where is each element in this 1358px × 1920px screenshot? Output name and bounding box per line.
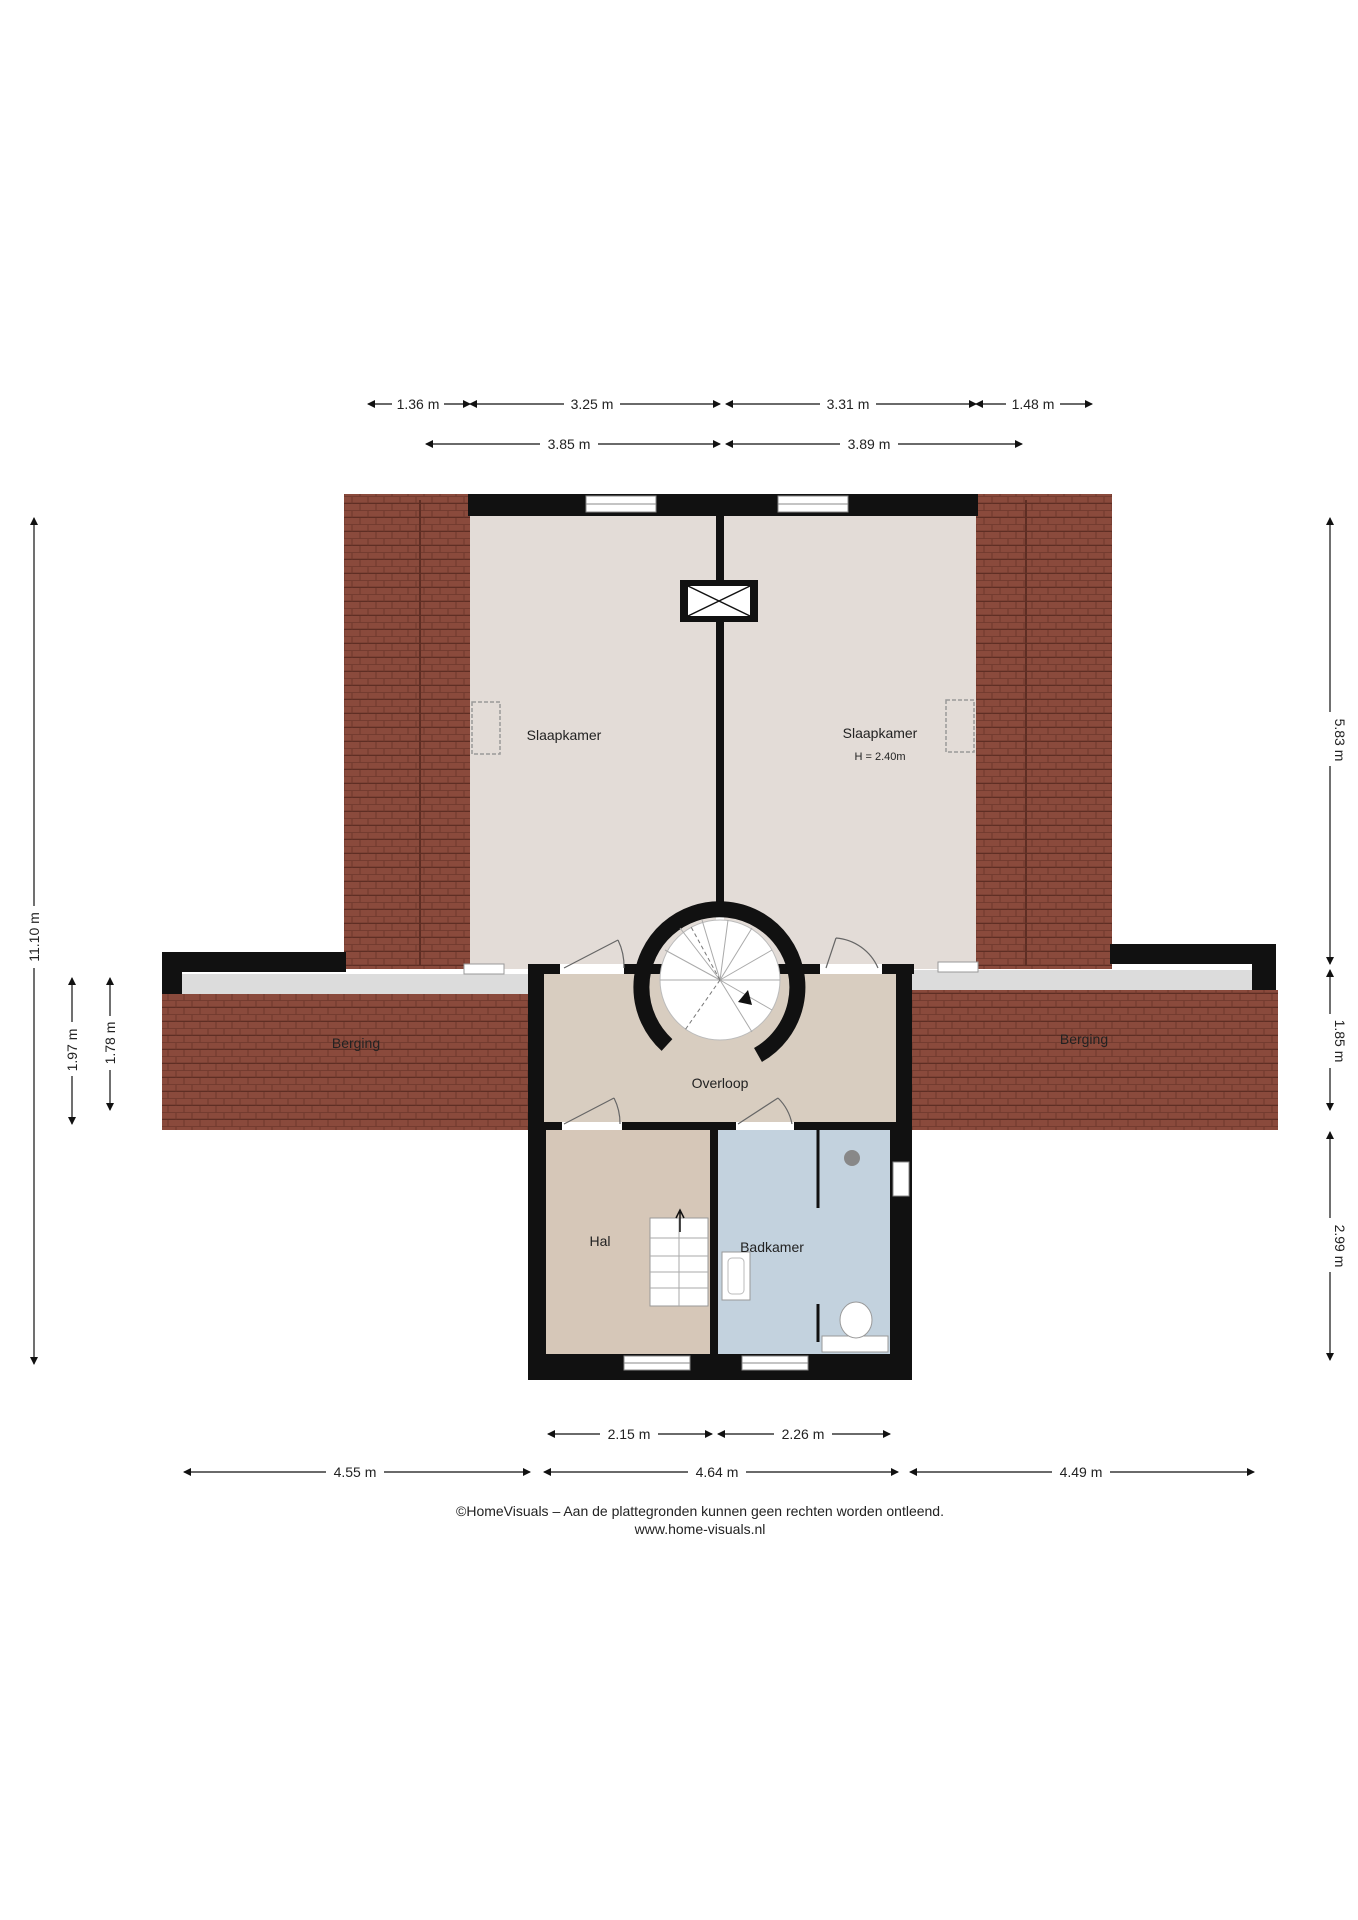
dim-left-inner: 1.78 m (102, 1022, 118, 1065)
landing-wall-right (896, 964, 912, 1130)
roof-slope-right (976, 494, 1112, 969)
room-label-bedroom-right: Slaapkamer (843, 725, 918, 741)
door-swing-hall (563, 1097, 621, 1125)
dim-left-outer: 1.97 m (64, 1029, 80, 1072)
shower-drain (844, 1150, 860, 1166)
landing-wall-left (528, 964, 544, 1130)
roof-slope-left (344, 494, 470, 969)
room-label-hall: Hal (589, 1233, 610, 1249)
storage-left-roof (162, 992, 528, 1130)
dim-right-bottom: 2.99 m (1332, 1225, 1348, 1268)
footer-copyright: ©HomeVisuals – Aan de plattegronden kunn… (456, 1503, 944, 1519)
dim-bottom-row2-3: 4.49 m (1060, 1464, 1103, 1480)
landing-block (528, 937, 914, 1130)
landing-wall-bottom (528, 1122, 912, 1130)
footer-url: www.home-visuals.nl (634, 1521, 766, 1537)
room-height-bedroom-right: H = 2.40m (854, 751, 905, 763)
dim-top-4: 1.48 m (1012, 396, 1055, 412)
center-wall (716, 514, 724, 904)
bedroom-right-floor (724, 514, 978, 969)
skylight-left (471, 701, 501, 755)
eave-strip-left (182, 974, 528, 994)
hall-bathroom-wall (710, 1128, 718, 1360)
door-swing-right-bedroom (825, 937, 879, 969)
dim-top-1: 1.36 m (397, 396, 440, 412)
bathroom-block (718, 1128, 912, 1380)
toilet-bowl (839, 1301, 873, 1339)
bedroom-left-floor (468, 514, 716, 969)
dim-bottom-row2-1: 4.55 m (334, 1464, 377, 1480)
dim-top-row2-1: 3.85 m (548, 436, 591, 452)
eave-strip-right (912, 970, 1252, 990)
bedroom-block (344, 494, 1112, 969)
top-wall (468, 494, 978, 516)
dim-right-top: 5.83 m (1332, 719, 1348, 762)
door-swing-bathroom (737, 1097, 793, 1125)
hall-block (528, 1128, 912, 1380)
room-label-bathroom: Badkamer (740, 1239, 804, 1255)
dimension-labels: 1.36 m 3.25 m 3.31 m 1.48 m 3.85 m 3.89 … (24, 394, 1348, 1482)
door-swing-left-bedroom (563, 939, 625, 969)
dim-top-2: 3.25 m (571, 396, 614, 412)
stair-wall-ring (633, 901, 806, 1062)
dim-bottom-1: 2.15 m (608, 1426, 651, 1442)
room-label-landing: Overloop (692, 1075, 749, 1091)
room-label-storage-right: Berging (1060, 1031, 1108, 1047)
dim-bottom-2: 2.26 m (782, 1426, 825, 1442)
dim-top-row2-2: 3.89 m (848, 436, 891, 452)
dim-top-3: 3.31 m (827, 396, 870, 412)
room-label-bedroom-left: Slaapkamer (527, 727, 602, 743)
window-bathroom-side (892, 1161, 910, 1197)
storage-right-roof (912, 990, 1278, 1130)
washbasin (721, 1251, 751, 1301)
dim-right-mid: 1.85 m (1332, 1020, 1348, 1063)
dim-bottom-row2-2: 4.64 m (696, 1464, 739, 1480)
room-label-storage-left: Berging (332, 1035, 380, 1051)
storage-wings (162, 944, 1278, 1130)
skylight-right (945, 699, 975, 753)
dim-left-total: 11.10 m (26, 912, 42, 962)
spiral-stair (633, 901, 806, 1062)
